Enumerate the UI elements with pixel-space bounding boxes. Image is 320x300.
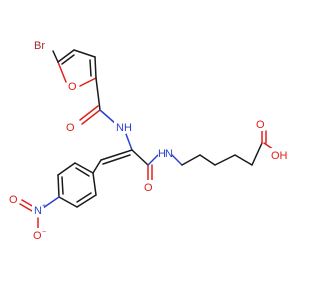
bond-nh-alkene — [125, 133, 133, 151]
atom-o-furan: O — [68, 81, 77, 93]
bond-nitro-no-double-2 — [19, 203, 33, 212]
bond-furan-c3-c2-inner — [89, 59, 92, 77]
bond-chain-1 — [181, 154, 201, 166]
atom-n-nitro: N — [34, 205, 42, 217]
bond-furan-c4-c3 — [73, 49, 96, 58]
bond-furan-c5-c4 — [57, 49, 75, 63]
bond-benzene-3 — [58, 196, 78, 208]
atom-o-nitro-double: O — [9, 194, 18, 206]
atom-n-amide2: N — [165, 148, 173, 160]
bond-benzene-6 — [74, 162, 94, 174]
bond-furan-c2-o — [79, 77, 97, 87]
atom-oh-acid: OH — [271, 150, 288, 162]
bond-amide1-co — [81, 109, 101, 125]
bond-furan-c3-c2 — [94, 56, 97, 79]
chemical-structure: Br O O N H O H N O OH N + O O − — [8, 38, 292, 242]
bond-benzene-4-inner — [61, 176, 64, 195]
bond-benzene-1 — [92, 172, 97, 196]
atom-o-nitro-neg: O — [33, 230, 42, 242]
bond-alkene-2 — [102, 154, 131, 165]
bond-alkene-phenyl — [92, 159, 102, 174]
atom-label-layer: Br O O N H O H N O OH N + O O − — [8, 38, 292, 242]
bond-amide1-cn — [99, 109, 117, 125]
bond-furan-o-c5 — [57, 61, 67, 83]
bond-c5-br — [52, 50, 59, 63]
atom-o-amide2: O — [144, 182, 153, 194]
bond-amide1-co-2 — [79, 105, 99, 121]
bond-benzene-5 — [57, 162, 76, 176]
atom-o-amide1: O — [66, 122, 75, 134]
bond-amide2-cn — [147, 154, 159, 166]
atom-n-amide1: N — [116, 122, 124, 134]
bond-layer — [19, 49, 281, 231]
atom-h-amide2: H — [158, 148, 166, 160]
charge-plus-nitro: + — [42, 203, 46, 210]
bond-alkene-carbonyl2 — [131, 149, 149, 166]
bond-chain-5 — [251, 142, 263, 166]
bond-benzene-2-inner — [76, 192, 92, 203]
bond-furan-c5-c4-inner — [61, 54, 75, 65]
bond-chain-3 — [214, 154, 236, 166]
atom-br: Br — [34, 40, 45, 52]
bond-benzene-6-inner — [75, 167, 90, 177]
bond-ring-nitro — [42, 196, 60, 209]
bond-benzene-4 — [57, 174, 60, 198]
bond-furan-carbonyl — [95, 77, 101, 111]
atom-h-amide1: H — [124, 122, 132, 134]
bond-chain-2 — [199, 154, 216, 166]
bond-benzene-2 — [76, 194, 97, 208]
bond-chain-4 — [234, 154, 253, 166]
charge-minus-nitro: − — [42, 229, 46, 236]
atom-o-acid: O — [256, 119, 265, 131]
bond-alkene — [100, 149, 133, 161]
